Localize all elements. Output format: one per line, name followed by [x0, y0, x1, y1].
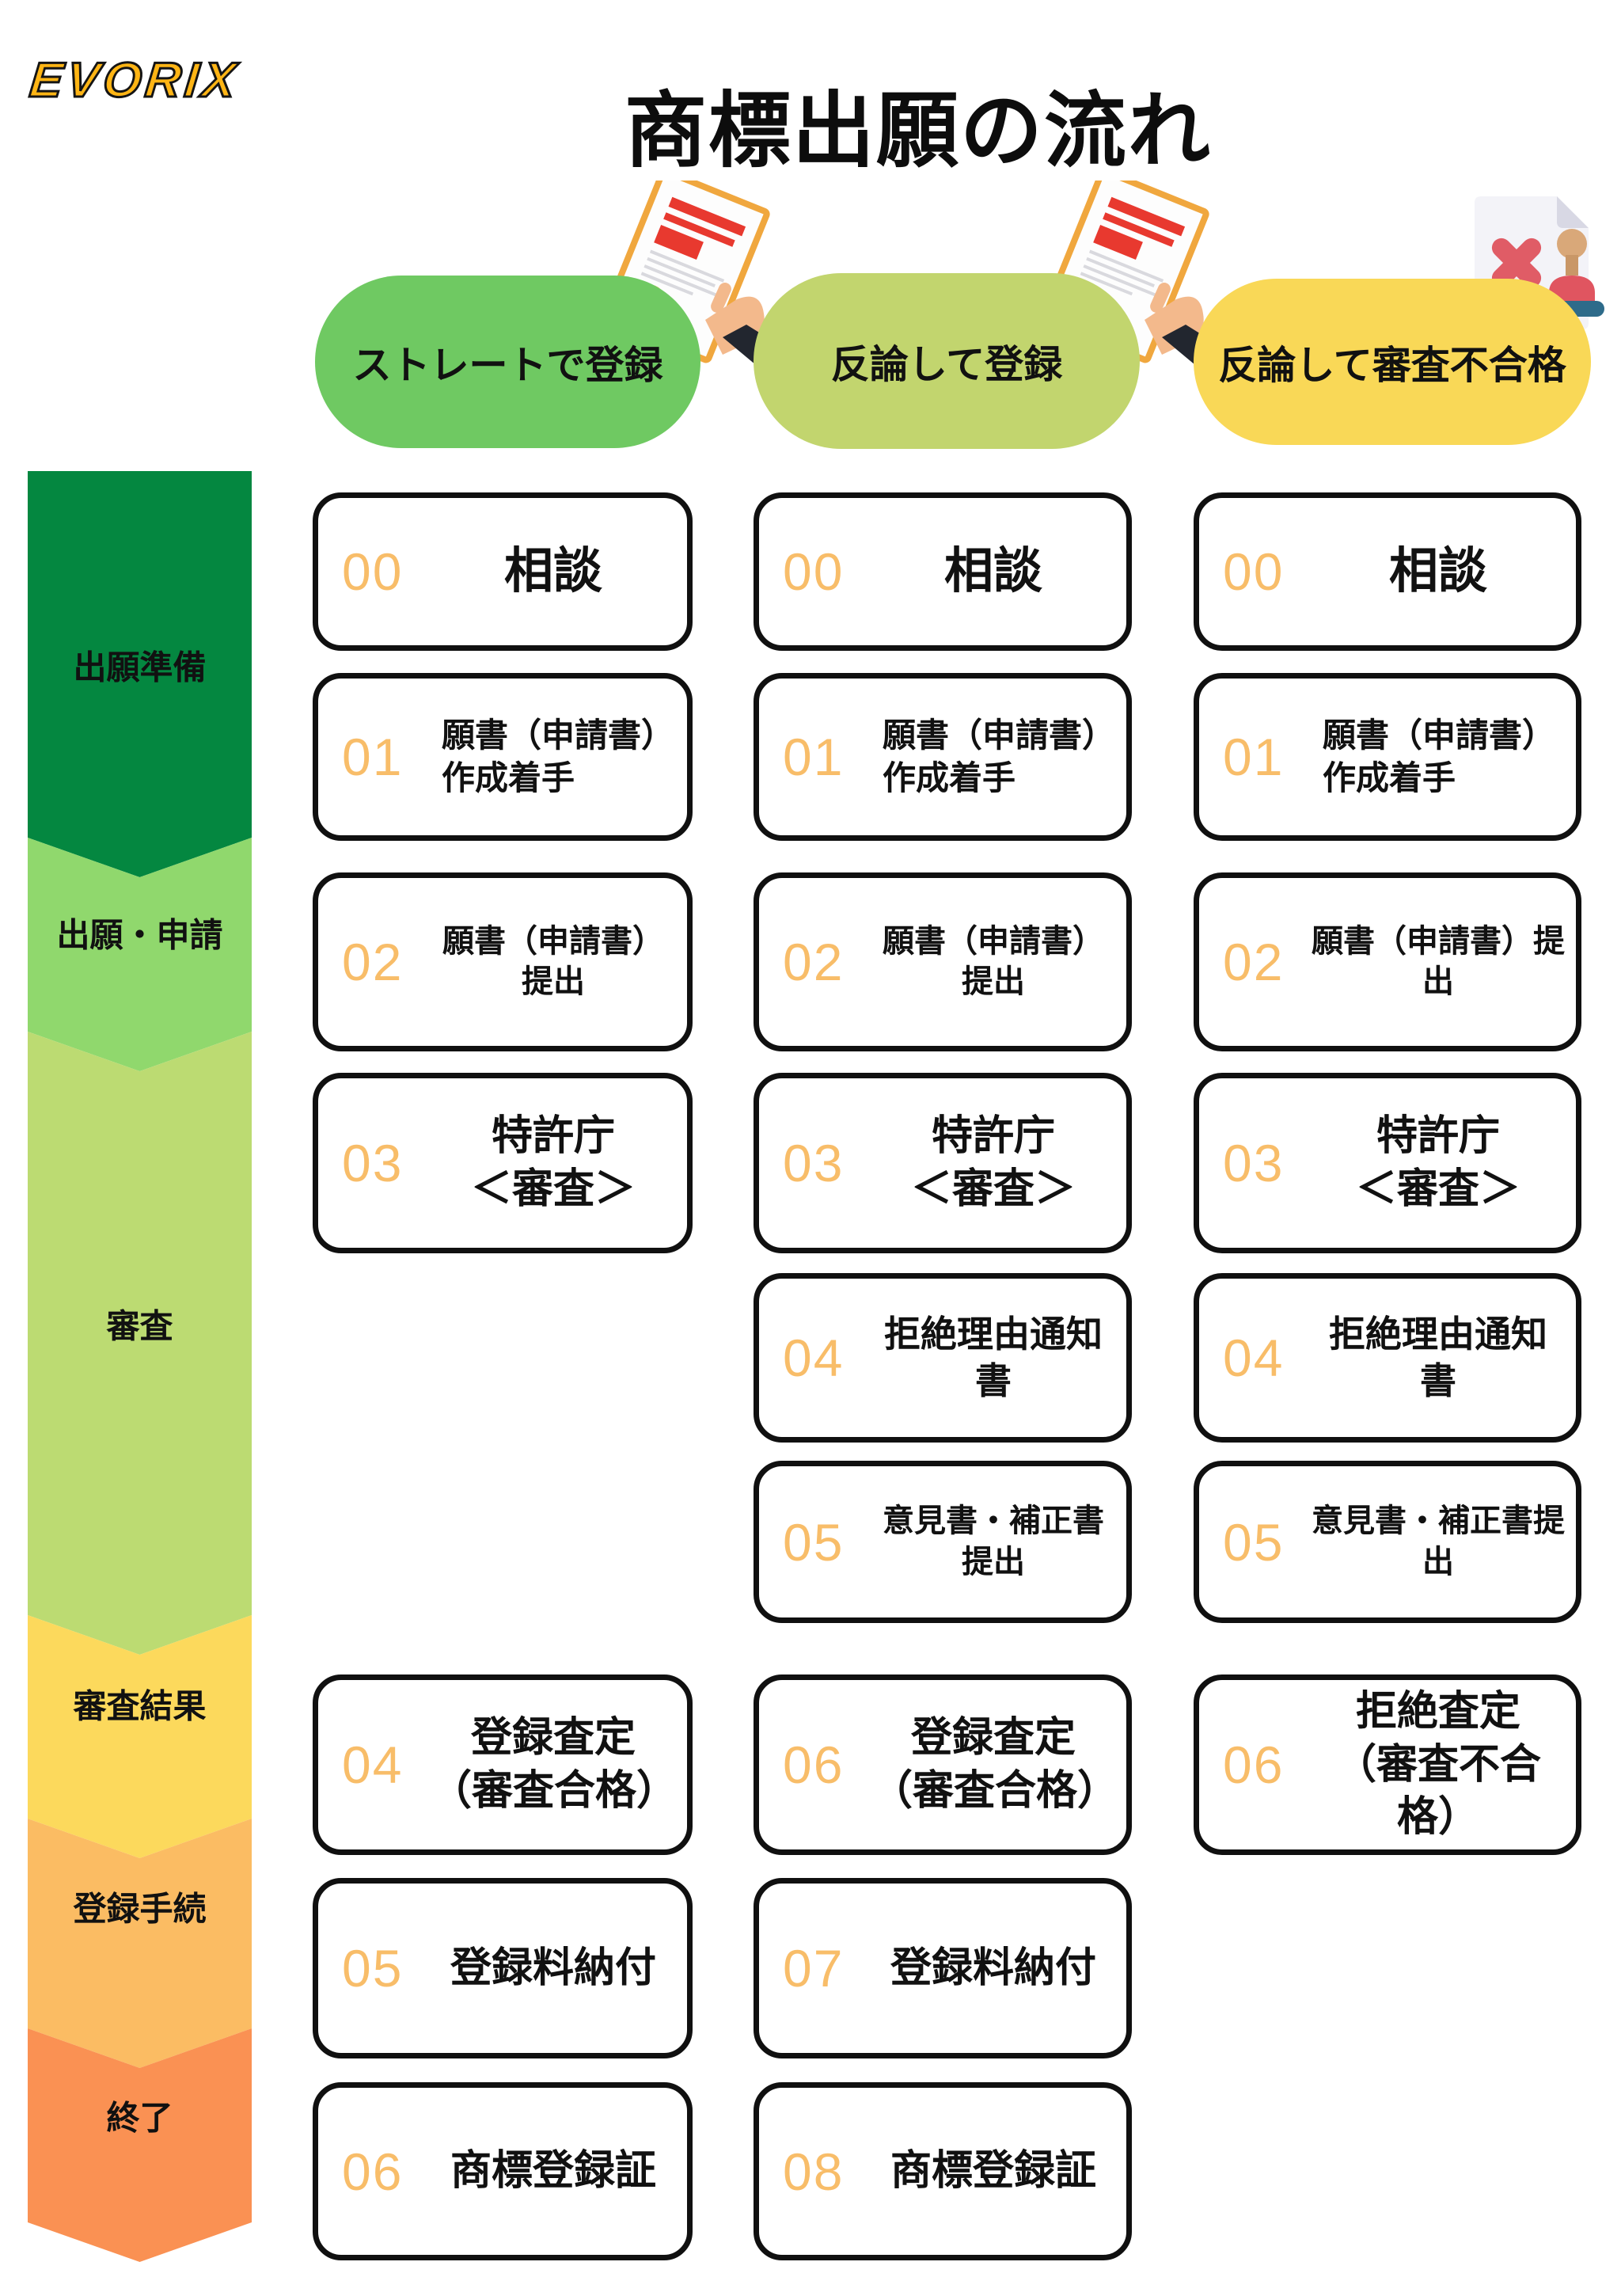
step-box-col1-draft-application: 01 願書（申請書）作成着手 — [313, 673, 693, 841]
step-box-col1-jpo-examination: 03 特許庁＜審査＞ — [313, 1073, 693, 1253]
step-number: 02 — [783, 933, 845, 991]
stage-label-result: 審査結果 — [73, 1687, 207, 1725]
path-pill-label: ストレートで登録 — [352, 344, 663, 387]
path-pill-label: 反論して審査不合格 — [1218, 344, 1566, 387]
path-pill-straight-registration: ストレートで登録 — [315, 276, 700, 448]
step-box-col2-pay-registration-fee: 07 登録料納付 — [754, 1878, 1132, 2058]
step-label: 登録査定（審査合格） — [871, 1715, 1119, 1814]
step-box-col3-submit-opinion: 05 意見書・補正書提出 — [1194, 1461, 1581, 1623]
step-label: 相談 — [503, 544, 602, 599]
step-box-col2-submit-application: 02 願書（申請書）提出 — [754, 872, 1132, 1051]
step-label: 願書（申請書）提出 — [442, 923, 664, 999]
step-number: 02 — [1223, 933, 1285, 991]
step-box-col3-consultation: 00 相談 — [1194, 492, 1581, 651]
step-label: 特許庁＜審査＞ — [1355, 1113, 1520, 1212]
step-number: 04 — [1223, 1329, 1285, 1387]
step-number: 03 — [783, 1134, 845, 1192]
step-number: 05 — [1223, 1512, 1285, 1572]
step-number: 01 — [342, 728, 404, 786]
step-label: 拒絶理由通知書 — [884, 1313, 1103, 1401]
step-box-col3-rejection-notice: 04 拒絶理由通知書 — [1194, 1273, 1581, 1443]
stage-label-end: 終了 — [106, 2099, 173, 2137]
step-box-col2-registration-decision: 06 登録査定（審査合格） — [754, 1674, 1132, 1855]
step-box-col2-draft-application: 01 願書（申請書）作成着手 — [754, 673, 1132, 841]
stage-label-filing: 出願・申請 — [56, 916, 223, 954]
page-title: 商標出願の流れ — [624, 86, 1213, 177]
step-label: 拒絶査定（審査不合格） — [1334, 1689, 1541, 1841]
step-label: 願書（申請書）提出 — [883, 923, 1104, 999]
step-number: 02 — [342, 933, 404, 991]
step-label: 商標登録証 — [890, 2148, 1096, 2195]
step-label: 登録料納付 — [890, 1944, 1096, 1991]
step-box-col2-jpo-examination: 03 特許庁＜審査＞ — [754, 1073, 1132, 1253]
step-label: 特許庁＜審査＞ — [910, 1113, 1076, 1212]
step-label: 相談 — [1388, 544, 1487, 599]
step-label: 願書（申請書）作成着手 — [1323, 717, 1556, 796]
step-number: 06 — [342, 2142, 404, 2201]
path-pill-argue-registration: 反論して登録 — [754, 273, 1140, 449]
step-label: 登録査定（審査合格） — [431, 1715, 678, 1814]
step-box-col3-rejection-decision: 06 拒絶査定（審査不合格） — [1194, 1674, 1581, 1855]
step-label: 特許庁＜審査＞ — [470, 1113, 636, 1212]
step-label: 登録料納付 — [450, 1944, 656, 1991]
stage-label-examination: 審査 — [106, 1307, 173, 1345]
stage-segment-preparation — [28, 471, 252, 877]
path-pill-label: 反論して登録 — [830, 343, 1063, 386]
step-number: 00 — [1223, 542, 1285, 601]
step-box-col3-draft-application: 01 願書（申請書）作成着手 — [1194, 673, 1581, 841]
step-box-col2-rejection-notice: 04 拒絶理由通知書 — [754, 1273, 1132, 1443]
stage-segment-examination — [28, 1032, 252, 1655]
step-label: 相談 — [943, 544, 1042, 599]
step-box-col2-consultation: 00 相談 — [754, 492, 1132, 651]
step-label: 商標登録証 — [450, 2148, 656, 2195]
stage-segment-result — [28, 1615, 252, 1858]
step-number: 00 — [342, 542, 404, 601]
step-box-col1-registration-certificate: 06 商標登録証 — [313, 2082, 693, 2260]
step-number: 07 — [783, 1939, 845, 1998]
step-number: 01 — [1223, 728, 1285, 786]
step-box-col2-submit-opinion: 05 意見書・補正書提出 — [754, 1461, 1132, 1623]
stage-label-preparation: 出願準備 — [73, 648, 207, 686]
step-box-col1-pay-registration-fee: 05 登録料納付 — [313, 1878, 693, 2058]
step-label: 願書（申請書）提出 — [1312, 923, 1565, 999]
step-box-col3-submit-application: 02 願書（申請書）提出 — [1194, 872, 1581, 1051]
path-pill-argue-rejection: 反論して審査不合格 — [1194, 279, 1591, 445]
step-number: 06 — [1223, 1735, 1285, 1794]
step-label: 拒絶理由通知書 — [1329, 1313, 1547, 1401]
step-number: 05 — [342, 1939, 404, 1998]
step-number: 03 — [342, 1134, 404, 1192]
step-number: 08 — [783, 2142, 845, 2201]
step-box-col1-consultation: 00 相談 — [313, 492, 693, 651]
evorix-logo: EVORIX — [26, 52, 244, 109]
step-number: 06 — [783, 1735, 845, 1794]
stage-label-registration: 登録手続 — [73, 1890, 207, 1928]
step-label: 願書（申請書）作成着手 — [883, 717, 1116, 796]
step-number: 04 — [783, 1329, 845, 1387]
step-number: 03 — [1223, 1134, 1285, 1192]
step-box-col2-registration-certificate: 08 商標登録証 — [754, 2082, 1132, 2260]
step-label: 意見書・補正書提出 — [1312, 1503, 1565, 1579]
step-number: 04 — [342, 1735, 404, 1794]
step-number: 05 — [783, 1512, 845, 1572]
step-label: 意見書・補正書提出 — [883, 1503, 1104, 1579]
step-box-col1-registration-decision: 04 登録査定（審査合格） — [313, 1674, 693, 1855]
stage-sidebar: 出願準備 出願・申請 審査 審査結果 登録手続 終了 — [28, 471, 252, 2262]
step-number: 00 — [783, 542, 845, 601]
step-box-col1-submit-application: 02 願書（申請書）提出 — [313, 872, 693, 1051]
step-box-col3-jpo-examination: 03 特許庁＜審査＞ — [1194, 1073, 1581, 1253]
stage-segment-registration — [28, 1819, 252, 2068]
step-label: 願書（申請書）作成着手 — [442, 717, 675, 796]
step-number: 01 — [783, 728, 845, 786]
